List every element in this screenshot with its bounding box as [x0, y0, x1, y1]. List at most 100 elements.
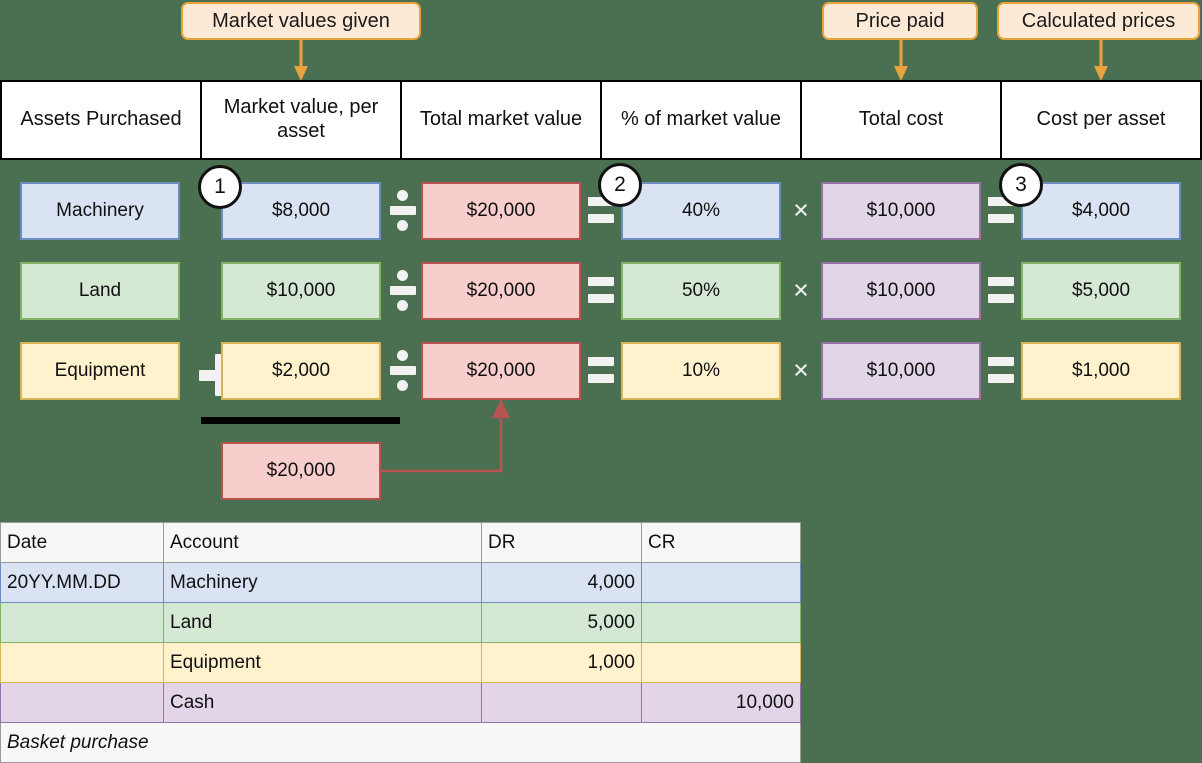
journal-row-memo: Basket purchase — [0, 722, 801, 763]
journal-cell-date — [0, 682, 164, 723]
cell-value: $5,000 — [1071, 280, 1131, 301]
equals-icon-row2-b — [988, 277, 1014, 303]
callout-label: Price paid — [855, 9, 945, 32]
cell-value: $1,000 — [1071, 360, 1131, 381]
header-percent-of-market-value: % of market value — [600, 80, 802, 160]
column-header-row: Assets Purchased Market value, per asset… — [0, 80, 1202, 160]
header-assets-purchased: Assets Purchased — [0, 80, 202, 160]
header-label: Assets Purchased — [20, 108, 182, 131]
multiply-icon-row2: × — [793, 275, 809, 305]
cell-percent-machinery: 40% — [621, 182, 781, 240]
header-label: Market value, per asset — [223, 96, 379, 142]
cell-value: $10,000 — [866, 360, 936, 381]
header-label: Total cost — [858, 108, 944, 131]
header-total-cost: Total cost — [800, 80, 1002, 160]
divide-icon-row2 — [390, 270, 416, 311]
cell-total-cost-equipment: $10,000 — [821, 342, 981, 400]
callout-market-values-given: Market values given — [181, 2, 421, 40]
cell-total-cost-land: $10,000 — [821, 262, 981, 320]
cell-asset-equipment: Equipment — [20, 342, 180, 400]
callout-arrow-market-values — [291, 40, 311, 82]
cell-total-market-value-land: $20,000 — [421, 262, 581, 320]
journal-header-cr: CR — [641, 522, 801, 563]
journal-cell-date — [0, 602, 164, 643]
multiply-icon-row3: × — [793, 355, 809, 385]
callout-arrow-price-paid — [891, 40, 911, 82]
cell-market-value-equipment: $2,000 — [221, 342, 381, 400]
cell-value: Machinery — [56, 200, 144, 221]
cell-value: $20,000 — [466, 200, 536, 221]
journal-header-account: Account — [163, 522, 482, 563]
divide-icon-row3 — [390, 350, 416, 391]
connector-sum-to-total-market-value — [378, 396, 513, 476]
plus-icon-sum — [199, 354, 241, 396]
journal-header-date: Date — [0, 522, 164, 563]
journal-cell-memo: Basket purchase — [0, 722, 801, 763]
cell-percent-land: 50% — [621, 262, 781, 320]
cell-asset-machinery: Machinery — [20, 182, 180, 240]
journal-entry-table: Date Account DR CR 20YY.MM.DD Machinery … — [0, 522, 801, 763]
header-label: Cost per asset — [1036, 108, 1166, 131]
callout-label: Calculated prices — [1021, 9, 1176, 32]
cell-cost-per-asset-land: $5,000 — [1021, 262, 1181, 320]
cell-value: Land — [78, 280, 122, 301]
journal-cell-date: 20YY.MM.DD — [0, 562, 164, 603]
cell-value: $10,000 — [866, 280, 936, 301]
journal-cell-dr: 1,000 — [481, 642, 642, 683]
journal-cell-dr: 4,000 — [481, 562, 642, 603]
step-badge-2: 2 — [598, 163, 642, 207]
journal-header-row: Date Account DR CR — [0, 522, 801, 563]
journal-cell-cr — [641, 642, 801, 683]
journal-cell-cr — [641, 602, 801, 643]
cell-market-value-land: $10,000 — [221, 262, 381, 320]
cell-market-value-machinery: $8,000 — [221, 182, 381, 240]
equals-icon-row3-a — [588, 357, 614, 383]
journal-cell-account: Cash — [163, 682, 482, 723]
cell-value: 50% — [681, 280, 721, 301]
header-label: Total market value — [419, 108, 583, 131]
cell-value: $20,000 — [266, 460, 336, 481]
header-label: % of market value — [620, 108, 782, 131]
journal-cell-account: Machinery — [163, 562, 482, 603]
cell-value: $2,000 — [271, 360, 331, 381]
journal-row-land: Land 5,000 — [0, 602, 801, 643]
cell-cost-per-asset-machinery: $4,000 — [1021, 182, 1181, 240]
journal-cell-account: Equipment — [163, 642, 482, 683]
journal-row-machinery: 20YY.MM.DD Machinery 4,000 — [0, 562, 801, 603]
equals-icon-row1-b — [988, 197, 1014, 223]
equals-icon-row2-a — [588, 277, 614, 303]
cell-value: 10% — [681, 360, 721, 381]
callout-arrow-calculated-prices — [1091, 40, 1111, 82]
cell-value: Equipment — [54, 360, 146, 381]
cell-value: $20,000 — [466, 280, 536, 301]
journal-row-cash: Cash 10,000 — [0, 682, 801, 723]
step-badge-1: 1 — [198, 165, 242, 209]
header-cost-per-asset: Cost per asset — [1000, 80, 1202, 160]
journal-header-dr: DR — [481, 522, 642, 563]
cell-value: $4,000 — [1071, 200, 1131, 221]
callout-price-paid: Price paid — [822, 2, 978, 40]
cell-value: $8,000 — [271, 200, 331, 221]
equals-icon-row1-a — [588, 197, 614, 223]
journal-row-equipment: Equipment 1,000 — [0, 642, 801, 683]
equals-icon-row3-b — [988, 357, 1014, 383]
journal-cell-dr: 5,000 — [481, 602, 642, 643]
cell-sum-total-market-value: $20,000 — [221, 442, 381, 500]
callout-calculated-prices: Calculated prices — [997, 2, 1200, 40]
cell-total-cost-machinery: $10,000 — [821, 182, 981, 240]
cell-value: $10,000 — [866, 200, 936, 221]
cell-percent-equipment: 10% — [621, 342, 781, 400]
divide-icon-row1 — [390, 190, 416, 231]
journal-cell-cr — [641, 562, 801, 603]
cell-value: $10,000 — [266, 280, 336, 301]
header-market-value-per-asset: Market value, per asset — [200, 80, 402, 160]
badge-label: 2 — [614, 173, 626, 196]
multiply-icon-row1: × — [793, 195, 809, 225]
journal-cell-dr — [481, 682, 642, 723]
cell-value: 40% — [681, 200, 721, 221]
cell-value: $20,000 — [466, 360, 536, 381]
journal-cell-cr: 10,000 — [641, 682, 801, 723]
step-badge-3: 3 — [999, 163, 1043, 207]
cell-asset-land: Land — [20, 262, 180, 320]
journal-cell-date — [0, 642, 164, 683]
